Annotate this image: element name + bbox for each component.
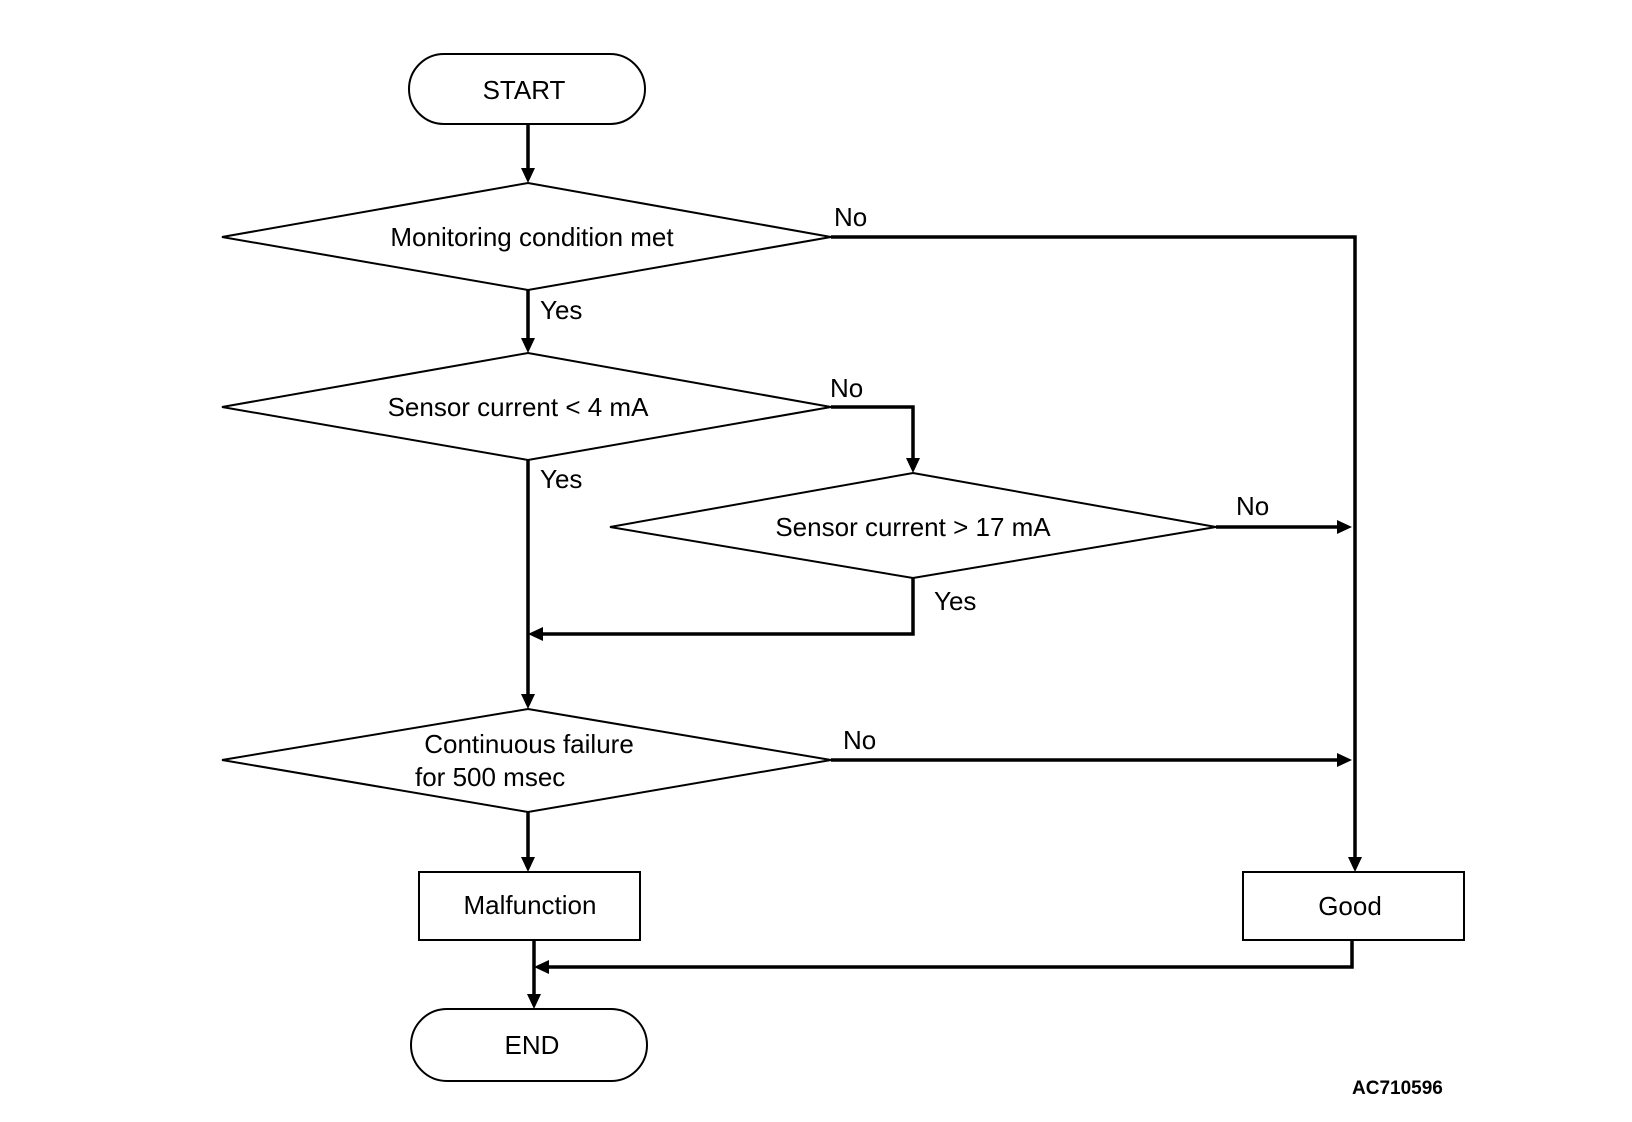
decision-sensor-high-shape bbox=[609, 471, 1217, 580]
decision-monitoring-label: Monitoring condition met bbox=[390, 222, 674, 252]
process-good-label: Good bbox=[1318, 891, 1382, 921]
connector-monitoring-no bbox=[831, 235, 1357, 860]
branch-label-monitoring-no: No bbox=[834, 202, 867, 232]
arrowheads bbox=[521, 168, 1362, 1009]
branch-label-sensor-low-no: No bbox=[830, 373, 863, 403]
decision-sensor-high: Sensor current > 17 mA bbox=[609, 471, 1217, 580]
connector-sensor-high-yes bbox=[540, 578, 915, 636]
start-label: START bbox=[483, 75, 566, 105]
arrowhead-right-icon bbox=[1337, 753, 1352, 767]
arrowhead-down-icon bbox=[1348, 857, 1362, 872]
decision-sensor-high-label: Sensor current > 17 mA bbox=[775, 512, 1051, 542]
process-malfunction: Malfunction bbox=[418, 871, 641, 941]
decision-sensor-low: Sensor current < 4 mA bbox=[221, 351, 832, 462]
arrowhead-right-icon bbox=[1337, 520, 1352, 534]
end-label: END bbox=[505, 1030, 560, 1060]
arrowhead-down-icon bbox=[906, 458, 920, 473]
arrowhead-left-icon bbox=[534, 960, 549, 974]
branch-labels: No Yes No Yes No Yes No bbox=[540, 202, 1269, 755]
connectors bbox=[526, 124, 1357, 997]
connector-good-to-end bbox=[545, 940, 1354, 969]
arrowhead-down-icon bbox=[527, 994, 541, 1009]
node-start: START bbox=[408, 53, 646, 125]
arrowhead-down-icon bbox=[521, 694, 535, 709]
node-end: END bbox=[410, 1008, 648, 1082]
arrowhead-down-icon bbox=[521, 168, 535, 183]
terminator-start-shape bbox=[408, 53, 646, 125]
decision-continuous: Continuous failure for 500 msec bbox=[221, 707, 832, 814]
decision-continuous-label-line1: Continuous failure bbox=[424, 729, 634, 759]
branch-label-sensor-low-yes: Yes bbox=[540, 464, 582, 494]
process-good: Good bbox=[1242, 871, 1465, 941]
process-malfunction-shape bbox=[418, 871, 641, 941]
decision-continuous-label-line2: for 500 msec bbox=[415, 762, 565, 792]
branch-label-monitoring-yes: Yes bbox=[540, 295, 582, 325]
process-good-shape bbox=[1242, 871, 1465, 941]
arrowhead-down-icon bbox=[521, 857, 535, 872]
arrowhead-down-icon bbox=[521, 338, 535, 353]
decision-sensor-low-label: Sensor current < 4 mA bbox=[388, 392, 649, 422]
reference-code: AC710596 bbox=[1352, 1078, 1443, 1099]
decision-sensor-low-shape bbox=[221, 351, 832, 462]
terminator-end-shape bbox=[410, 1008, 648, 1082]
decision-monitoring: Monitoring condition met bbox=[221, 181, 832, 292]
connector-sensor-low-no bbox=[831, 405, 915, 460]
branch-label-continuous-no: No bbox=[843, 725, 876, 755]
decision-monitoring-shape bbox=[221, 181, 832, 292]
decision-continuous-shape bbox=[221, 707, 832, 814]
branch-label-sensor-high-yes: Yes bbox=[934, 586, 976, 616]
process-malfunction-label: Malfunction bbox=[464, 890, 597, 920]
branch-label-sensor-high-no: No bbox=[1236, 491, 1269, 521]
arrowhead-left-icon bbox=[528, 627, 543, 641]
